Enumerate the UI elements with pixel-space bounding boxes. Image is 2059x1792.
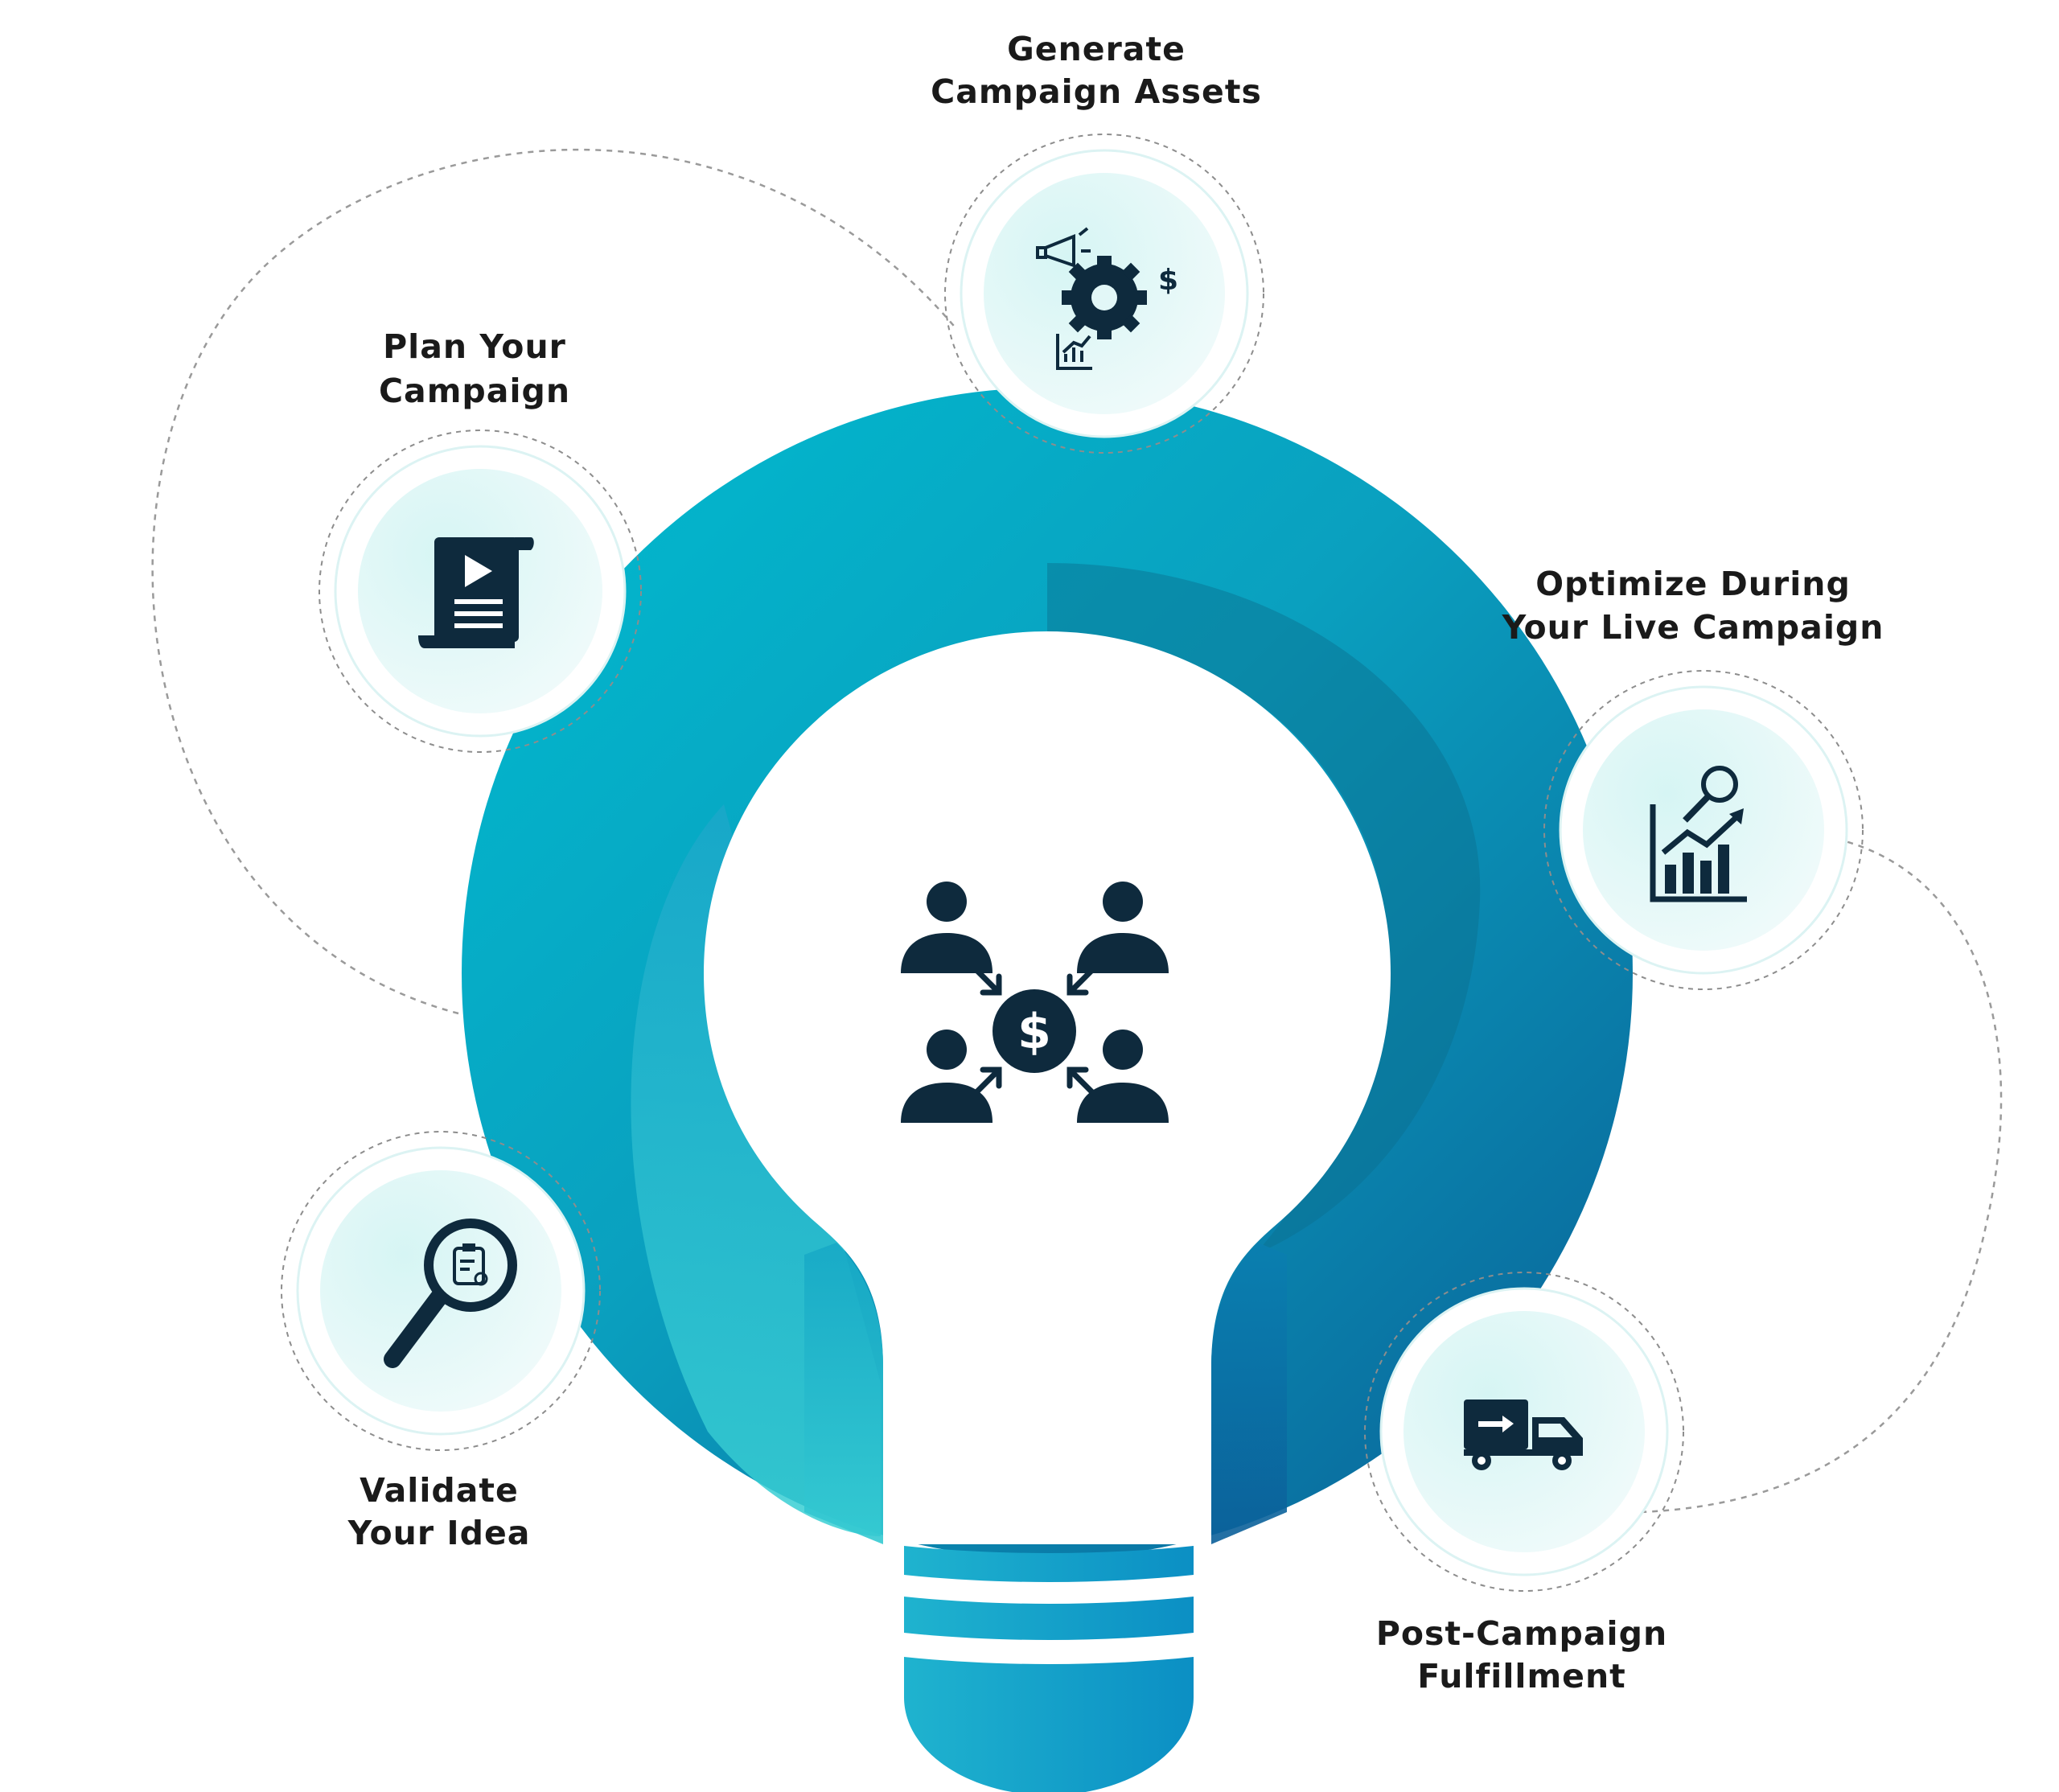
delivery-truck-icon bbox=[1464, 1399, 1583, 1470]
svg-text:Validate: Validate bbox=[360, 1471, 519, 1510]
neck-left-strip bbox=[804, 1243, 883, 1544]
svg-text:Campaign: Campaign bbox=[379, 372, 570, 410]
step-label-optimize: Optimize During Your Live Campaign bbox=[1502, 565, 1884, 647]
step-node-generate: $ bbox=[944, 134, 1264, 454]
document-play-icon bbox=[418, 537, 534, 648]
step-node-validate bbox=[281, 1131, 601, 1451]
step-node-plan bbox=[319, 430, 642, 753]
svg-text:Your Idea: Your Idea bbox=[347, 1514, 531, 1552]
step-label-validate: Validate Your Idea bbox=[347, 1471, 531, 1552]
svg-text:Your Live Campaign: Your Live Campaign bbox=[1502, 608, 1884, 647]
connector-optimize-to-fulfill bbox=[1640, 835, 2003, 1514]
connector-plan-to-generate bbox=[151, 148, 958, 1015]
svg-text:Fulfillment: Fulfillment bbox=[1417, 1657, 1626, 1695]
neck-right-strip bbox=[1211, 1243, 1287, 1544]
step-label-fulfill: Post-Campaign Fulfillment bbox=[1376, 1614, 1667, 1695]
step-node-optimize bbox=[1543, 670, 1864, 990]
lightbulb-interior bbox=[704, 631, 1391, 1544]
megaphone-gear-chart-icon: $ bbox=[1036, 227, 1178, 370]
lightbulb-base bbox=[904, 1546, 1194, 1792]
svg-text:Post-Campaign: Post-Campaign bbox=[1376, 1614, 1667, 1653]
chart-magnifier-icon bbox=[1650, 766, 1747, 902]
step-label-generate: Generate Campaign Assets bbox=[931, 30, 1262, 111]
magnifier-clipboard-icon bbox=[384, 1219, 517, 1368]
step-label-plan: Plan Your Campaign bbox=[379, 327, 570, 410]
svg-text:$: $ bbox=[1017, 1004, 1051, 1060]
svg-text:$: $ bbox=[1158, 264, 1178, 297]
crowdfunding-people-dollar-icon: $ bbox=[901, 882, 1169, 1123]
svg-text:Generate: Generate bbox=[1007, 30, 1186, 68]
svg-text:Optimize During: Optimize During bbox=[1535, 565, 1851, 603]
step-node-fulfill bbox=[1364, 1272, 1684, 1592]
svg-text:Plan Your: Plan Your bbox=[383, 327, 566, 366]
svg-text:Campaign Assets: Campaign Assets bbox=[931, 72, 1262, 111]
